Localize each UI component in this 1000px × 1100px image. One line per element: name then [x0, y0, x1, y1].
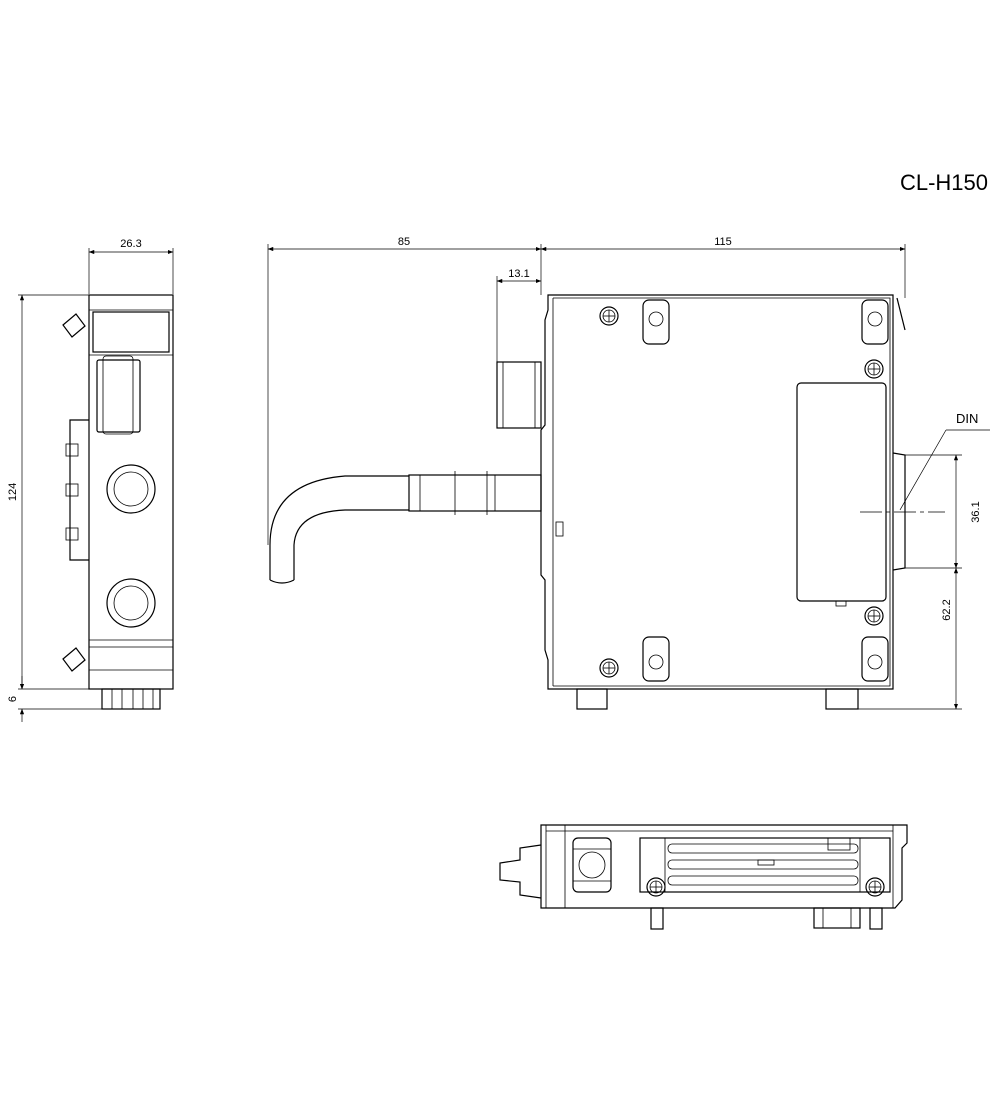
screw-icon — [865, 877, 885, 897]
dim-front-width: 26.3 — [120, 238, 141, 250]
model-title: CL-H150 — [900, 170, 988, 195]
dim-din-height: 62.2 — [941, 599, 953, 620]
dim-body-width: 115 — [714, 236, 732, 248]
din-label: DIN — [956, 411, 978, 426]
screw-icon — [864, 359, 884, 379]
dim-front-foot: 6 — [7, 696, 19, 702]
front-view — [62, 294, 174, 710]
dim-front-height: 124 — [7, 483, 19, 501]
dim-connector-depth: 13.1 — [508, 268, 529, 280]
dim-cable-length: 85 — [398, 236, 410, 248]
front-dimensions: 26.3 124 6 — [7, 238, 174, 722]
side-view — [269, 294, 945, 710]
screw-icon — [599, 306, 619, 326]
side-dimensions: 85 115 13.1 36.1 62.2 DIN — [267, 236, 990, 710]
screw-icon — [646, 877, 666, 897]
screw-icon — [864, 606, 884, 626]
dim-din-width: 36.1 — [970, 501, 982, 522]
screw-icon — [599, 658, 619, 678]
top-view — [499, 824, 908, 930]
